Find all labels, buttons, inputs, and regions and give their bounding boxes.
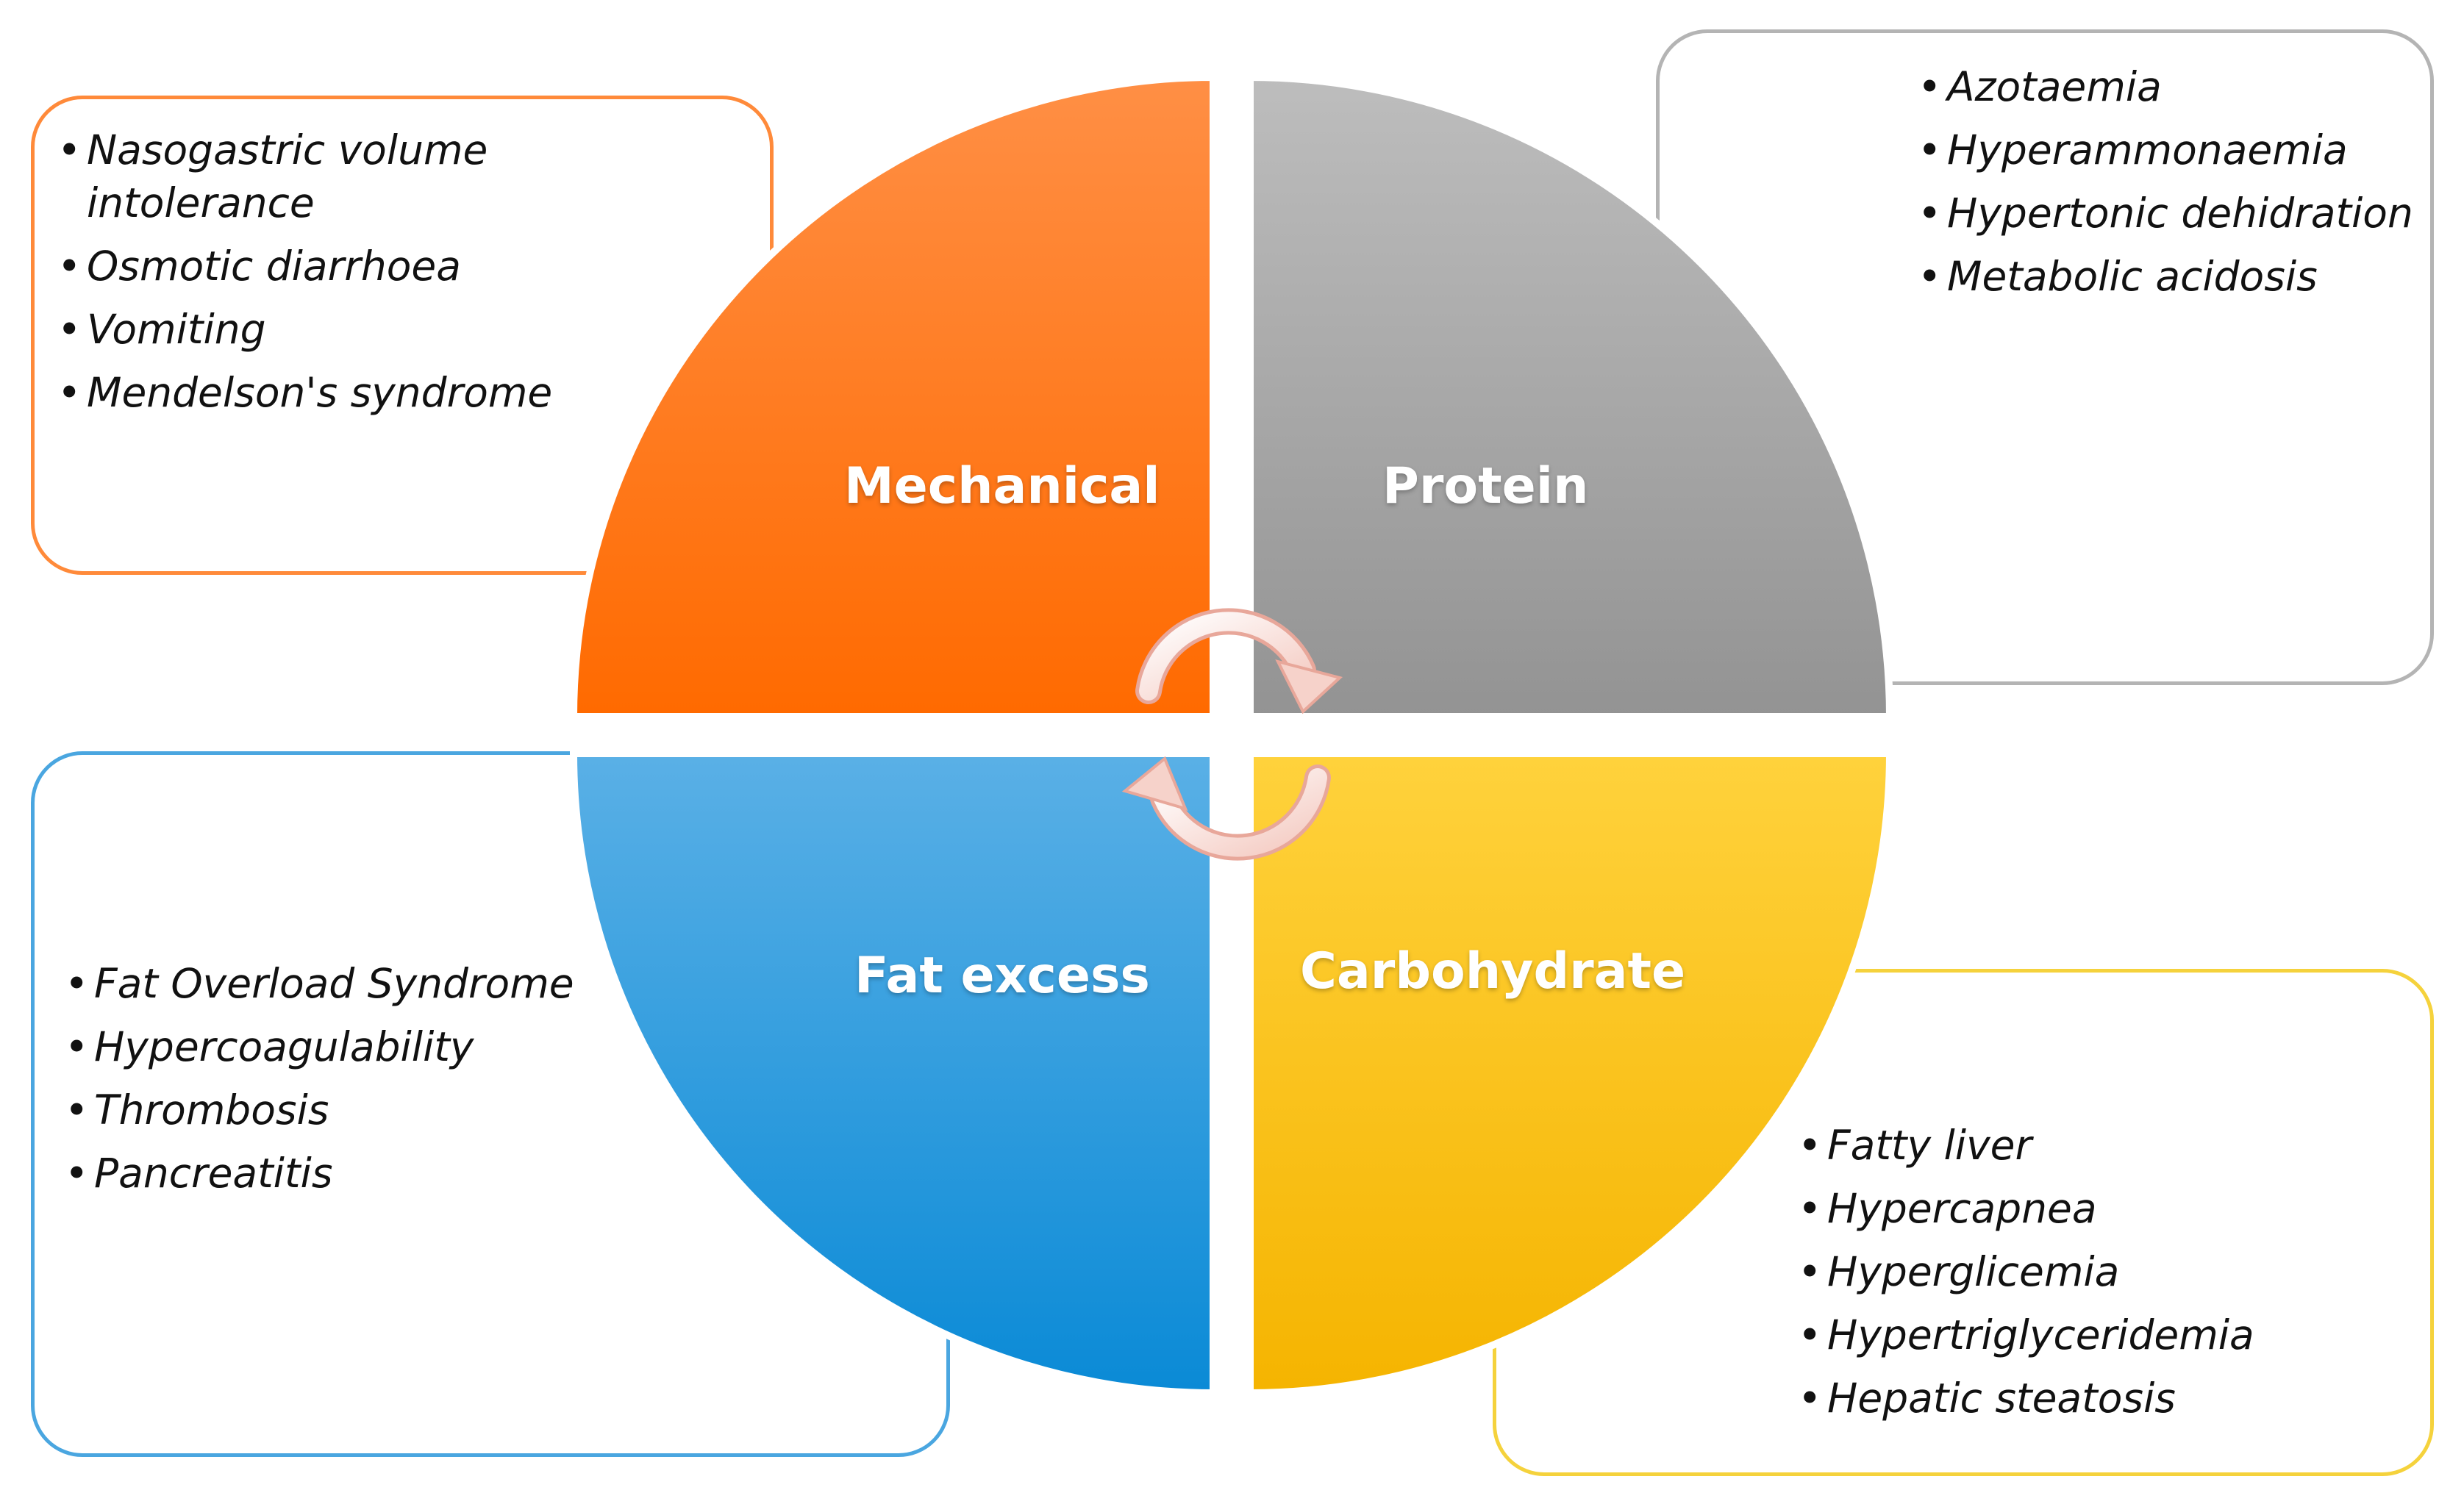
- list-item: Thrombosis: [65, 1084, 697, 1136]
- list-item: Hepatic steatosis: [1798, 1372, 2430, 1425]
- list-item: Osmotic diarrhoea: [57, 240, 601, 293]
- protein-quadrant: [1246, 73, 1894, 720]
- list-item: Hypertriglyceridemia: [1798, 1308, 2430, 1361]
- cycle-arrow-bottom-icon: [1121, 756, 1331, 861]
- list-item: Hyperammonaemia: [1918, 123, 2418, 176]
- fat-quadrant: [569, 750, 1217, 1397]
- list-item: Azotaemia: [1918, 60, 2418, 113]
- mechanical-quadrant: [569, 73, 1217, 720]
- list-item: Metabolic acidosis: [1918, 250, 2418, 303]
- list-item: Fatty liver: [1798, 1119, 2430, 1172]
- mechanical-label: Mechanical: [844, 457, 1160, 515]
- list-item: Vomiting: [57, 303, 601, 356]
- list-item: Pancreatitis: [65, 1147, 697, 1200]
- list-item: Hypercapnea: [1798, 1182, 2430, 1235]
- list-item: Mendelson's syndrome: [57, 366, 601, 419]
- mechanical-complications-list: Nasogastric volume intolerance Osmotic d…: [57, 123, 601, 429]
- fat-complications-list: Fat Overload Syndrome Hypercoagulability…: [65, 957, 697, 1210]
- protein-label: Protein: [1382, 457, 1589, 515]
- list-item: Hypertonic dehidration: [1918, 187, 2418, 240]
- fat-excess-label: Fat excess: [854, 947, 1150, 1005]
- carbohydrate-label: Carbohydrate: [1300, 942, 1686, 1000]
- list-item: Hyperglicemia: [1798, 1245, 2430, 1298]
- carbohydrate-complications-list: Fatty liver Hypercapnea Hyperglicemia Hy…: [1798, 1119, 2430, 1435]
- list-item: Nasogastric volume intolerance: [57, 123, 601, 229]
- carbohydrate-quadrant: [1246, 750, 1894, 1397]
- list-item: Fat Overload Syndrome: [65, 957, 697, 1010]
- protein-complications-list: Azotaemia Hyperammonaemia Hypertonic deh…: [1918, 60, 2418, 313]
- list-item: Hypercoagulability: [65, 1020, 697, 1073]
- cycle-arrow-top-icon: [1135, 608, 1343, 715]
